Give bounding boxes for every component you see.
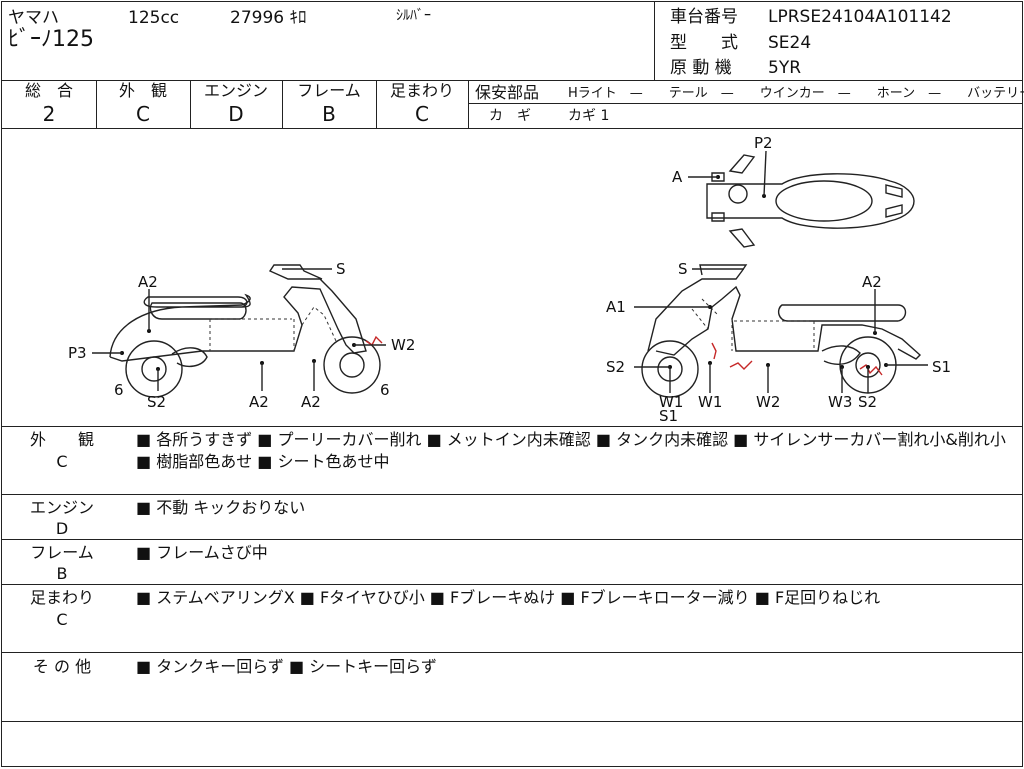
- rule: [2, 721, 1022, 722]
- note-exterior-text: ■ 各所うすきず ■ プーリーカバー削れ ■ メットイン内未確認 ■ タンク内未…: [136, 430, 1006, 471]
- type-value: SE24: [768, 33, 812, 53]
- note-frame-title: フレーム: [30, 543, 94, 562]
- grade-divider: [282, 80, 283, 128]
- type-label: 型 式: [670, 33, 738, 53]
- grade-overall-value: 2: [42, 102, 56, 126]
- grade-divider: [468, 80, 469, 128]
- note-frame-text: ■ フレームさび中: [136, 543, 268, 562]
- scooter-top-view: P2 A: [672, 134, 915, 248]
- safety-title: 保安部品: [475, 83, 540, 102]
- note-suspension-title: 足まわり: [29, 588, 94, 607]
- diagram-label: S: [336, 260, 346, 278]
- grade-engine-label: エンジン: [203, 81, 268, 100]
- note-other-text: ■ タンクキー回らず ■ シートキー回らず: [136, 657, 437, 676]
- grade-divider: [190, 80, 191, 128]
- maker: ヤマハ: [8, 8, 59, 28]
- grade-frame-label: フレーム: [297, 81, 361, 100]
- diagram-label: A1: [606, 298, 626, 316]
- diagram-label: P2: [754, 134, 773, 152]
- grade-suspension-value: C: [415, 102, 429, 126]
- diagram-label: 6: [380, 381, 390, 399]
- chassis-number: LPRSE24104A101142: [768, 7, 952, 27]
- engine-label: 原 動 機: [670, 58, 732, 78]
- diagram-label: S1: [659, 407, 678, 425]
- grade-overall-label: 総 合: [24, 81, 73, 100]
- diagram-label: S2: [606, 358, 625, 376]
- note-exterior-grade: C: [56, 452, 68, 471]
- rule: [2, 584, 1022, 585]
- safety-items: Hライト — テール — ウインカー — ホーン — バッテリー ×: [568, 86, 1024, 101]
- diagram-label: A2: [249, 393, 269, 411]
- diagram-label: S: [678, 260, 688, 278]
- grade-suspension-label: 足まわり: [389, 81, 454, 100]
- diagram-label: W1: [698, 393, 722, 411]
- displacement: 125cc: [128, 8, 180, 28]
- note-suspension-grade: C: [56, 610, 68, 629]
- diagram-label: A: [672, 168, 683, 186]
- diagram-label: W2: [391, 336, 415, 354]
- rule: [2, 652, 1022, 653]
- header-divider: [654, 2, 655, 80]
- note-other-title: そ の 他: [32, 657, 92, 676]
- grade-engine-value: D: [228, 102, 244, 126]
- diagram-label: S2: [147, 393, 166, 411]
- diagram-label: 6: [114, 381, 124, 399]
- scooter-diagram: P2 A S A2: [68, 134, 951, 425]
- key-value: カギ 1: [568, 108, 610, 124]
- body-color: ｼﾙﾊﾞｰ: [396, 8, 431, 24]
- grade-exterior-value: C: [136, 102, 150, 126]
- rule: [2, 494, 1022, 495]
- note-engine-grade: D: [55, 519, 69, 538]
- key-label: カ ギ: [489, 108, 531, 124]
- safety-rule: [468, 103, 1022, 104]
- diagram-label: A2: [301, 393, 321, 411]
- diagram-label: W2: [756, 393, 780, 411]
- note-engine-title: エンジン: [29, 498, 94, 517]
- grade-frame-value: B: [322, 102, 336, 126]
- model-name: ﾋﾞｰﾉ125: [8, 27, 94, 52]
- diagram-label: W1: [659, 393, 683, 411]
- note-suspension-text: ■ ステムベアリングX ■ Fタイヤひび小 ■ Fブレーキぬけ ■ Fブレーキロ…: [136, 588, 881, 607]
- scooter-right-view: S A2 A1 S2 S1 W1 S1 W1 W2 W3 S2: [606, 260, 951, 425]
- scooter-left-view: S A2 P3 W2 6 S2 A2 A2 6: [68, 260, 415, 411]
- engine-value: 5YR: [768, 58, 802, 78]
- diagram-label: S1: [932, 358, 951, 376]
- note-engine-text: ■ 不動 キックおりない: [136, 498, 306, 517]
- rule: [2, 539, 1022, 540]
- rule: [2, 128, 1022, 129]
- grade-divider: [376, 80, 377, 128]
- rule: [2, 426, 1022, 427]
- diagram-label: S2: [858, 393, 877, 411]
- grade-divider: [96, 80, 97, 128]
- rule: [2, 80, 1022, 81]
- note-exterior-title: 外 観: [29, 430, 94, 449]
- grade-exterior-label: 外 観: [118, 81, 167, 100]
- diagram-label: W3: [828, 393, 852, 411]
- diagram-label: P3: [68, 344, 87, 362]
- mileage: 27996 ｷﾛ: [230, 8, 307, 28]
- diagram-label: A2: [138, 273, 158, 291]
- diagram-label: A2: [862, 273, 882, 291]
- note-frame-grade: B: [56, 564, 68, 583]
- chassis-label: 車台番号: [670, 7, 738, 27]
